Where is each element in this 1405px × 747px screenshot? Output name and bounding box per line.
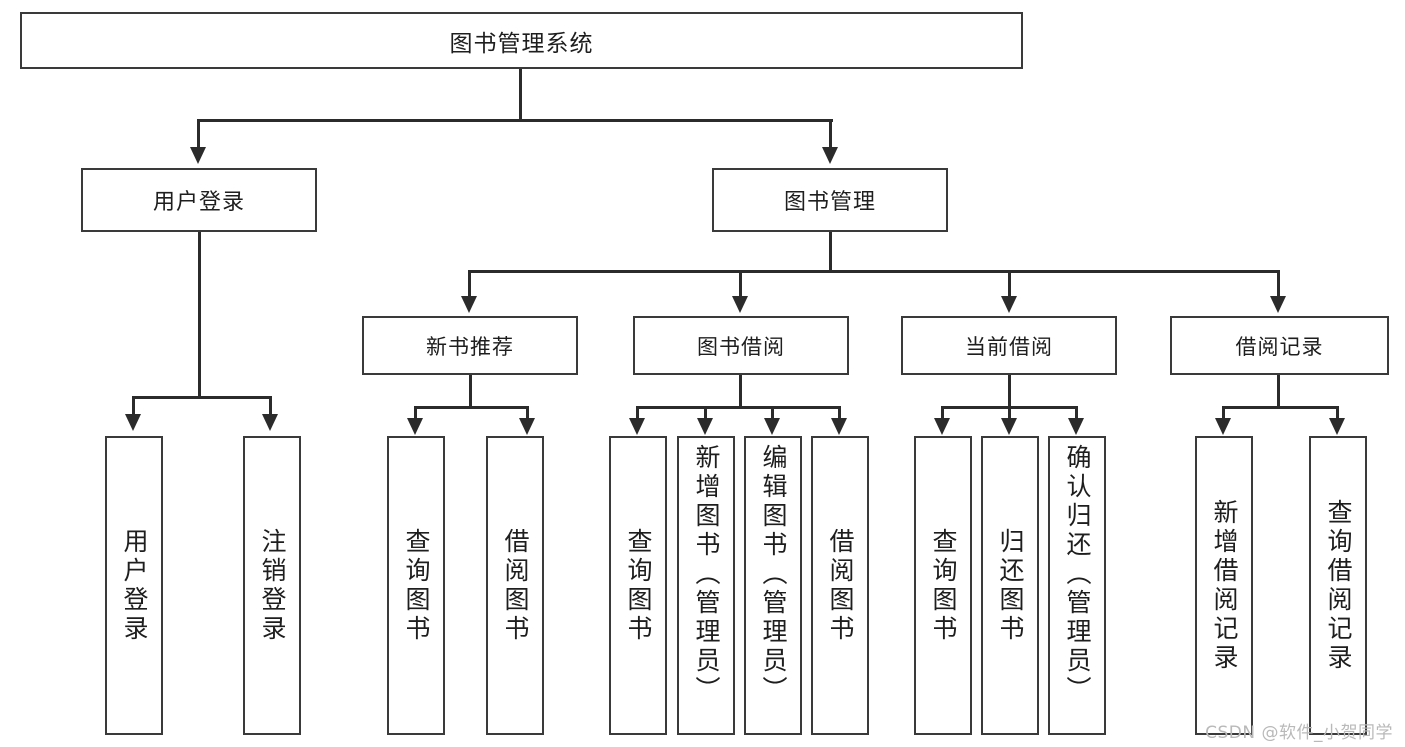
- arrowhead-leaf-edit-book: [764, 418, 780, 435]
- node-label: 图书借阅: [697, 334, 785, 359]
- connector-bm-drop-new-book: [468, 270, 471, 298]
- connector-cb-drop-2: [1008, 406, 1011, 420]
- arrowhead-leaf-borrow-book-bb: [831, 418, 847, 435]
- leaf-borrow-book-bb[interactable]: 借阅图书: [811, 436, 869, 735]
- connector-book-management-stem: [829, 232, 832, 272]
- connector-bb-drop-1: [636, 406, 639, 420]
- arrowhead-leaf-add-book: [697, 418, 713, 435]
- connector-new-book-stem: [469, 375, 472, 408]
- node-label: 归还图书: [996, 527, 1025, 644]
- connector-borrow-record-bus: [1222, 406, 1339, 409]
- connector-new-book-drop-2: [526, 406, 529, 420]
- arrowhead-leaf-query-borrow-record: [1329, 418, 1345, 435]
- arrowhead-leaf-logout-login: [262, 414, 278, 431]
- node-new-book-recommend[interactable]: 新书推荐: [362, 316, 578, 375]
- node-label: 新增借阅记录: [1210, 498, 1239, 673]
- node-label: 图书管理: [783, 190, 876, 215]
- node-label: 借阅图书: [826, 527, 855, 644]
- connector-user-login-drop-1: [132, 396, 135, 416]
- leaf-query-book-new-recommend[interactable]: 查询图书: [387, 436, 445, 735]
- leaf-add-book-admin[interactable]: 新增图书（管理员）: [677, 436, 735, 735]
- node-root-book-management-system[interactable]: 图书管理系统: [20, 12, 1023, 69]
- arrowhead-leaf-confirm-return: [1068, 418, 1084, 435]
- leaf-query-book-current[interactable]: 查询图书: [914, 436, 972, 735]
- connector-bb-drop-4: [838, 406, 841, 420]
- arrowhead-borrow-record: [1270, 296, 1286, 313]
- node-label: 查询借阅记录: [1324, 498, 1353, 673]
- connector-root-bus: [197, 119, 833, 122]
- leaf-add-borrow-record[interactable]: 新增借阅记录: [1195, 436, 1253, 735]
- connector-bb-drop-3: [771, 406, 774, 420]
- connector-book-borrow-stem: [739, 375, 742, 408]
- leaf-query-book-borrow[interactable]: 查询图书: [609, 436, 667, 735]
- node-label: 查询图书: [624, 527, 653, 644]
- connector-bm-drop-borrow-record: [1277, 270, 1280, 298]
- node-label: 借阅图书: [501, 527, 530, 644]
- node-label: 当前借阅: [965, 334, 1053, 359]
- connector-bm-drop-book-borrow: [739, 270, 742, 298]
- node-user-login[interactable]: 用户登录: [81, 168, 317, 232]
- node-label: 编辑图书（管理员）: [759, 444, 788, 705]
- connector-bb-drop-2: [704, 406, 707, 420]
- connector-root-to-user-login: [197, 119, 200, 149]
- leaf-return-book[interactable]: 归还图书: [981, 436, 1039, 735]
- arrowhead-leaf-borrow-book-nb: [519, 418, 535, 435]
- node-label: 查询图书: [929, 527, 958, 644]
- connector-root-to-book-management: [829, 119, 832, 149]
- node-label: 新增图书（管理员）: [692, 444, 721, 705]
- connector-current-borrow-stem: [1008, 375, 1011, 408]
- connector-book-management-bus: [468, 270, 1280, 273]
- connector-br-drop-1: [1222, 406, 1225, 420]
- arrowhead-book-management: [822, 147, 838, 164]
- arrowhead-leaf-query-book-nb: [407, 418, 423, 435]
- connector-borrow-record-stem: [1277, 375, 1280, 408]
- arrowhead-leaf-query-book-cb: [934, 418, 950, 435]
- node-label: 用户登录: [152, 190, 245, 215]
- node-label: 新书推荐: [426, 334, 514, 359]
- node-label: 注销登录: [258, 527, 287, 644]
- connector-user-login-bus: [132, 396, 269, 399]
- arrowhead-book-borrow: [732, 296, 748, 313]
- connector-user-login-drop-2: [269, 396, 272, 416]
- node-book-management[interactable]: 图书管理: [712, 168, 948, 232]
- connector-root-stem: [519, 69, 522, 121]
- node-label: 借阅记录: [1235, 334, 1324, 359]
- leaf-edit-book-admin[interactable]: 编辑图书（管理员）: [744, 436, 802, 735]
- connector-bm-drop-current-borrow: [1008, 270, 1011, 298]
- arrowhead-new-book-recommend: [461, 296, 477, 313]
- connector-new-book-drop-1: [414, 406, 417, 420]
- node-borrow-record[interactable]: 借阅记录: [1170, 316, 1389, 375]
- arrowhead-current-borrow: [1001, 296, 1017, 313]
- connector-br-drop-2: [1336, 406, 1339, 420]
- node-current-borrow[interactable]: 当前借阅: [901, 316, 1117, 375]
- arrowhead-leaf-user-login: [125, 414, 141, 431]
- leaf-borrow-book-new-recommend[interactable]: 借阅图书: [486, 436, 544, 735]
- leaf-logout-login[interactable]: 注销登录: [243, 436, 301, 735]
- leaf-confirm-return-admin[interactable]: 确认归还（管理员）: [1048, 436, 1106, 735]
- node-book-borrow[interactable]: 图书借阅: [633, 316, 849, 375]
- connector-user-login-stem: [198, 232, 201, 398]
- node-label: 用户登录: [120, 527, 149, 644]
- connector-new-book-bus: [414, 406, 529, 409]
- arrowhead-leaf-add-borrow-record: [1215, 418, 1231, 435]
- connector-cb-drop-1: [941, 406, 944, 420]
- leaf-user-login[interactable]: 用户登录: [105, 436, 163, 735]
- arrowhead-user-login: [190, 147, 206, 164]
- leaf-query-borrow-record[interactable]: 查询借阅记录: [1309, 436, 1367, 735]
- node-label: 图书管理系统: [449, 30, 594, 57]
- node-label: 查询图书: [402, 527, 431, 644]
- connector-cb-drop-3: [1075, 406, 1078, 420]
- connector-book-borrow-bus: [636, 406, 841, 409]
- node-label: 确认归还（管理员）: [1063, 444, 1092, 705]
- arrowhead-leaf-return-book: [1001, 418, 1017, 435]
- arrowhead-leaf-query-book-bb: [629, 418, 645, 435]
